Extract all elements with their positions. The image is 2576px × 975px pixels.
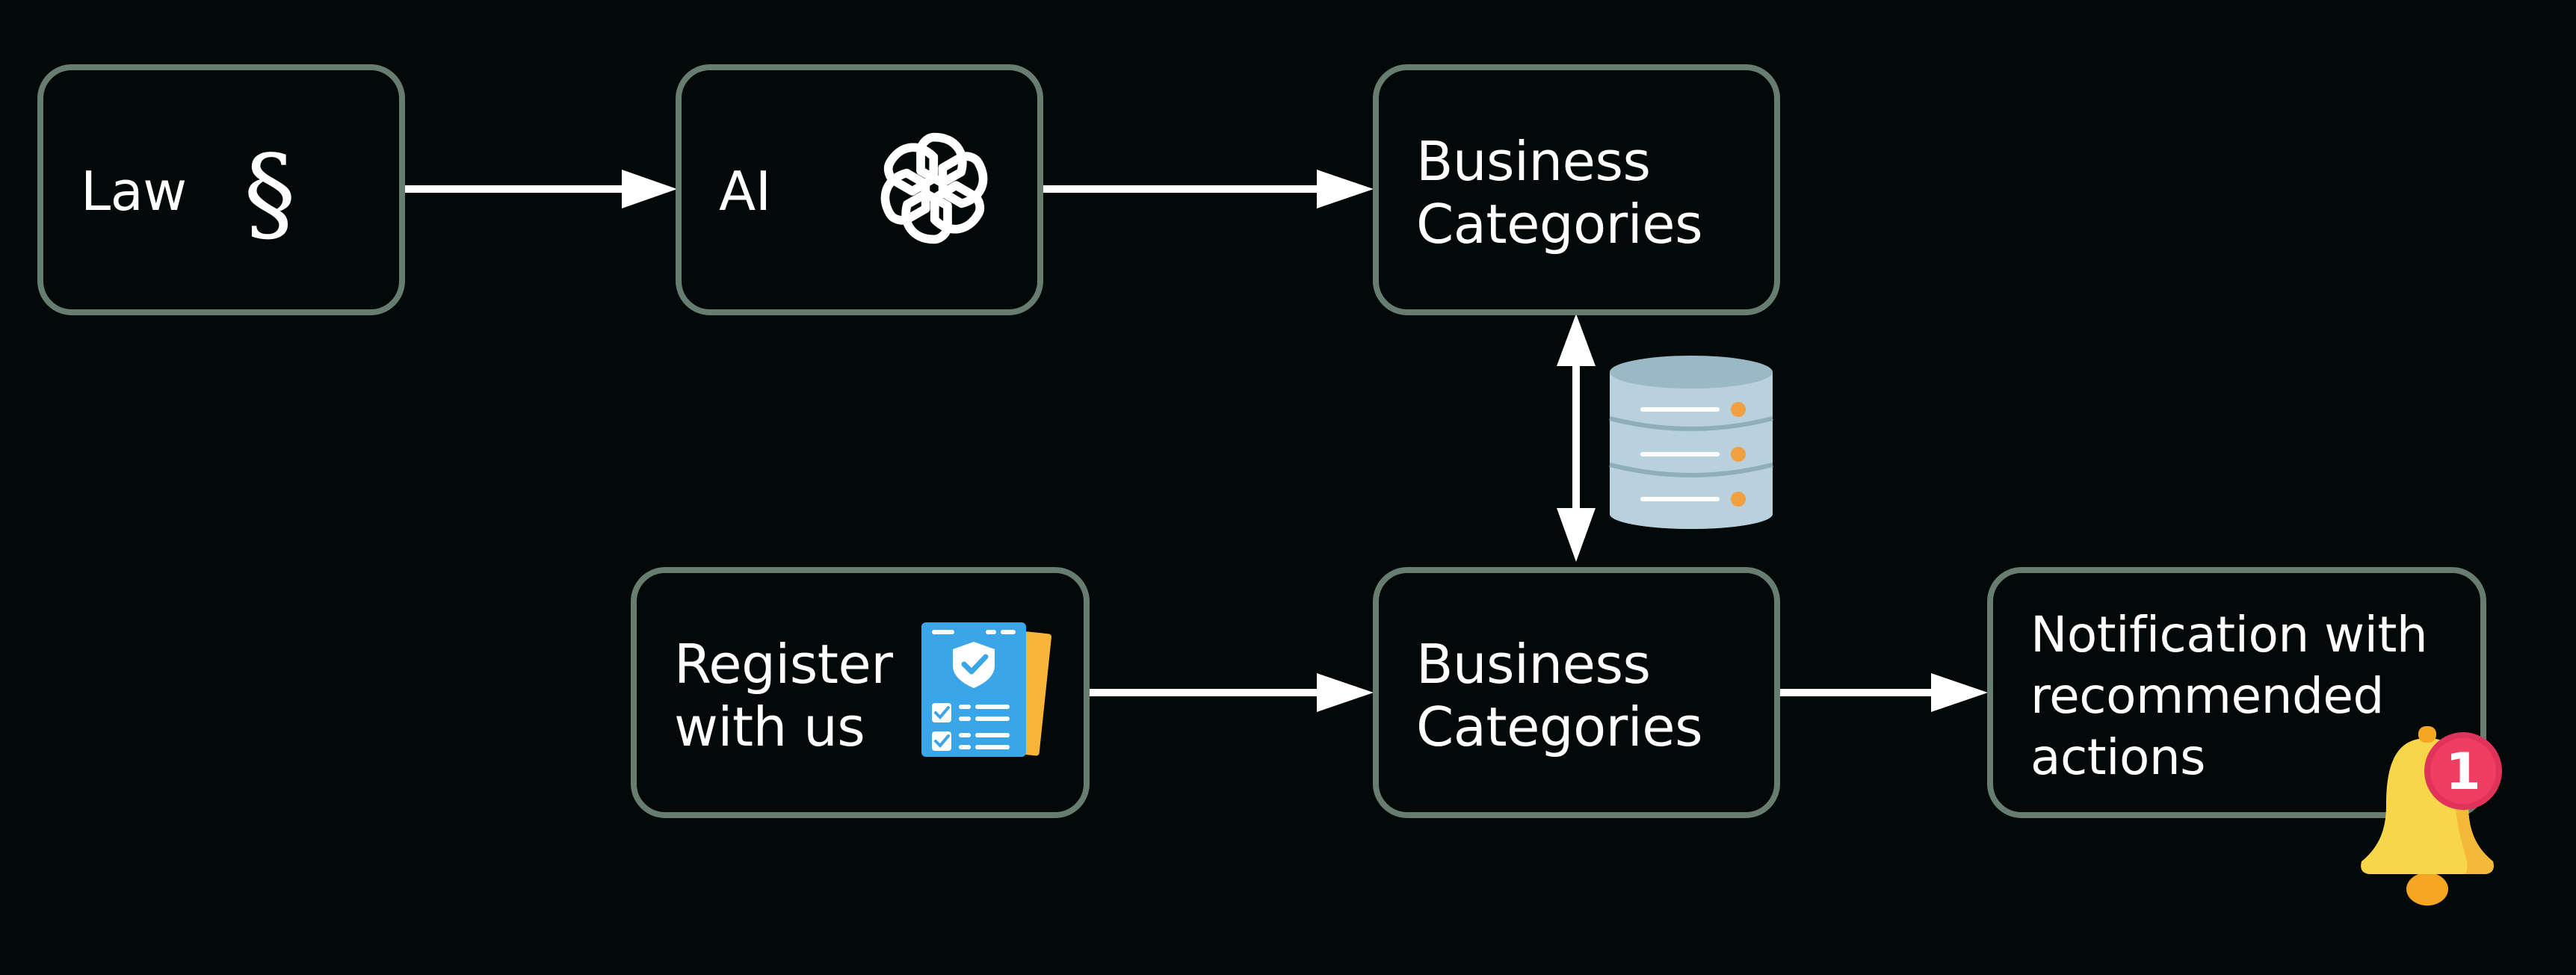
business-categories-bottom-node: Business Categories xyxy=(1373,567,1780,818)
ai-label: AI xyxy=(719,160,771,223)
register-node: Register with us xyxy=(631,567,1090,818)
arrow-business-categories-bidirectional xyxy=(1557,314,1596,562)
notification-badge-count: 1 xyxy=(2445,743,2480,802)
arrow-ai-to-business-categories xyxy=(1043,170,1374,208)
database-icon xyxy=(1609,356,1773,529)
label-line: recommended xyxy=(2030,667,2384,725)
label-line: Categories xyxy=(1416,696,1703,758)
notification-badge: 1 xyxy=(2424,732,2502,810)
law-label: Law xyxy=(81,160,187,223)
register-label: Register with us xyxy=(674,633,893,758)
openai-logo-icon xyxy=(880,132,988,244)
label-line: Categories xyxy=(1416,193,1703,256)
label-line: with us xyxy=(674,696,865,758)
label-line: Notification with xyxy=(2030,606,2428,663)
law-node: Law § xyxy=(37,64,405,315)
arrow-register-to-business-categories xyxy=(1088,673,1374,712)
notification-label: Notification with recommended actions xyxy=(2030,604,2428,788)
business-categories-bottom-label: Business Categories xyxy=(1416,633,1703,758)
arrow-law-to-ai xyxy=(404,170,677,208)
business-categories-top-label: Business Categories xyxy=(1416,130,1703,256)
label-line: Business xyxy=(1416,130,1651,193)
label-line: Register xyxy=(674,633,893,696)
notification-node: Notification with recommended actions xyxy=(1987,567,2486,818)
business-categories-top-node: Business Categories xyxy=(1373,64,1780,315)
ai-node: AI xyxy=(676,64,1043,315)
arrow-business-categories-to-notification xyxy=(1779,673,1988,712)
section-sign-icon: § xyxy=(244,133,296,255)
label-line: Business xyxy=(1416,633,1651,696)
label-line: actions xyxy=(2030,728,2206,786)
checklist-document-icon xyxy=(921,622,1051,757)
